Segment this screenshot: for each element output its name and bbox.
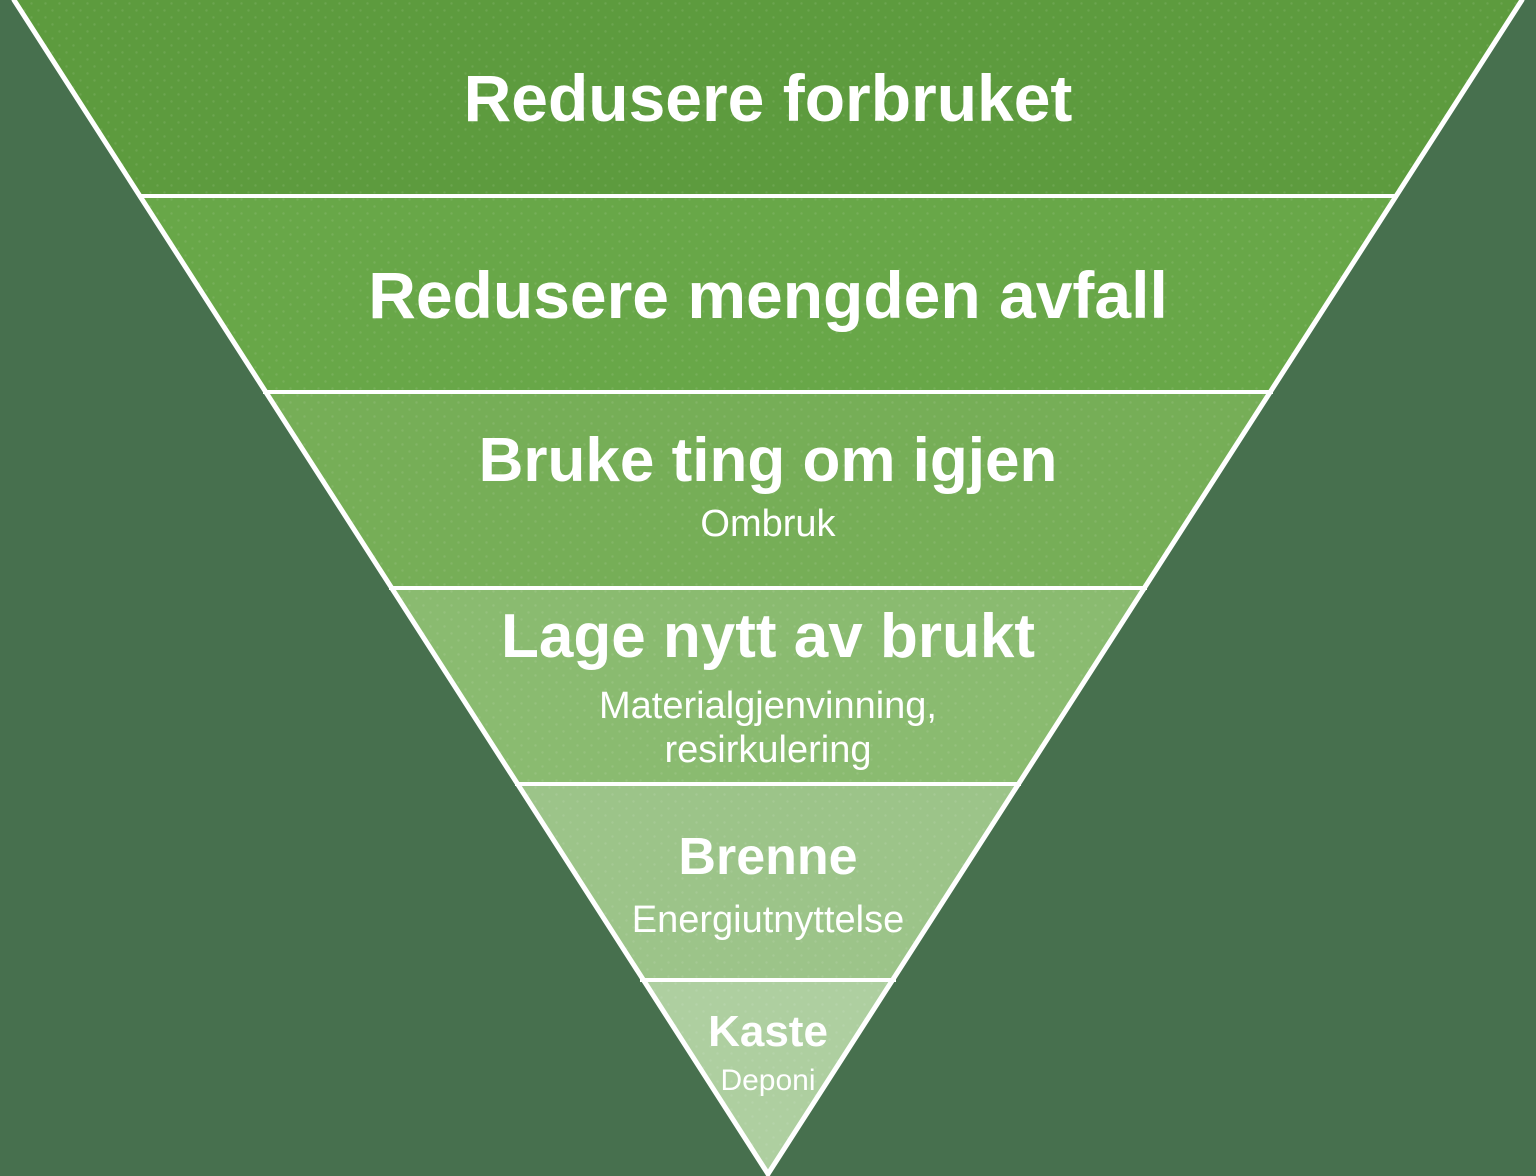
pyramid-left-edge bbox=[11, 0, 771, 1176]
level-1-label: Redusere forbruket bbox=[464, 61, 1073, 135]
level-6-label: Kaste bbox=[708, 1007, 828, 1056]
level-4-sublabel-line-2: resirkulering bbox=[665, 729, 872, 771]
level-5-label: Brenne bbox=[678, 828, 857, 886]
level-3-sublabel: Ombruk bbox=[700, 503, 836, 545]
pyramid-right-edge bbox=[765, 0, 1525, 1176]
level-3-label: Bruke ting om igjen bbox=[479, 426, 1058, 495]
level-2-label: Redusere mengden avfall bbox=[368, 258, 1168, 332]
level-6-sublabel: Deponi bbox=[720, 1064, 815, 1097]
level-5-sublabel: Energiutnyttelse bbox=[632, 899, 905, 941]
level-4-label: Lage nytt av brukt bbox=[501, 602, 1035, 671]
level-4-sublabel-line-1: Materialgjenvinning, bbox=[599, 685, 937, 727]
